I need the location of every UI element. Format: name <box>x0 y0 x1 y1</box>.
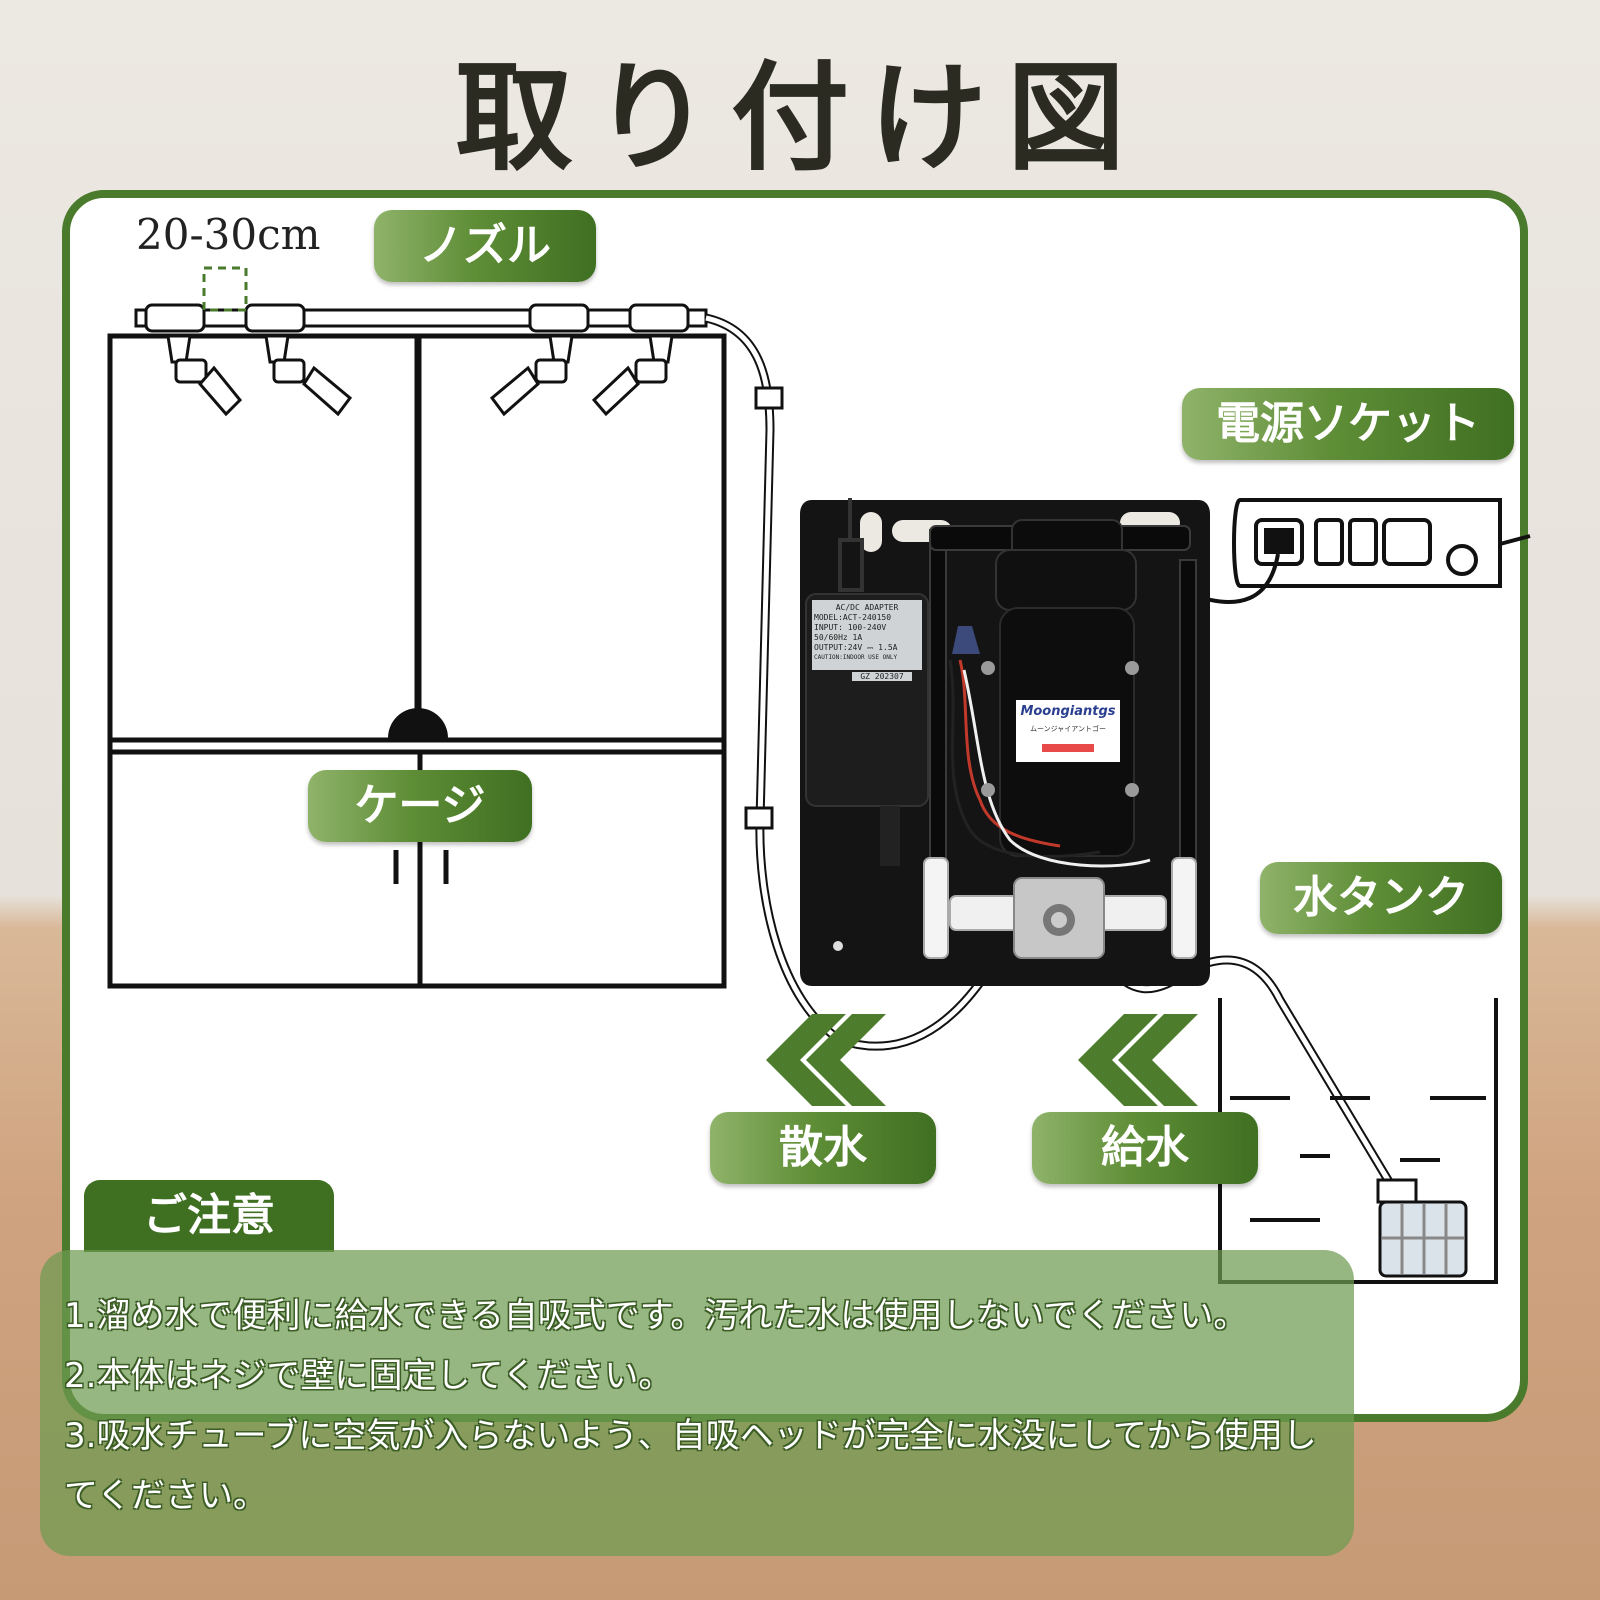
notice-item: 3.吸水チューブに空気が入らないよう、自吸ヘッドが完全に水没にしてから使用してく… <box>64 1416 1317 1516</box>
supply-tag: 給水 <box>1032 1112 1258 1184</box>
notice-heading: ご注意 <box>84 1180 334 1252</box>
supply-direction-arrow-icon <box>1078 1014 1198 1106</box>
pump-board <box>800 498 1210 986</box>
plug-icon <box>1264 528 1294 554</box>
pump-brand: Moongiantgs <box>1020 704 1116 719</box>
adapter-frequency: 50/60Hz 1A <box>814 633 863 642</box>
spray-tube <box>705 315 993 1049</box>
adapter-code: GZ 202307 <box>852 672 912 681</box>
cage-tag: ケージ <box>308 770 532 842</box>
notice-item: 1.溜め水で便利に給水できる自吸式です。汚れた水は使用しないでください。 <box>64 1296 1248 1336</box>
tube-clip <box>754 386 784 410</box>
pipe-segment <box>134 308 708 328</box>
water-tank-tag: 水タンク <box>1260 862 1502 934</box>
spray-tag: 散水 <box>710 1112 936 1184</box>
intake-filter-icon <box>1376 1178 1468 1278</box>
adapter-label-text: AC/DC ADAPTER MODEL:ACT-240150 INPUT: 10… <box>814 603 920 663</box>
nozzle-icon <box>166 334 243 417</box>
notice-item: 2.本体はネジで壁に固定してください。 <box>64 1356 673 1396</box>
nozzle-tag: ノズル <box>374 210 596 282</box>
mount-hole <box>860 512 882 552</box>
nozzle-icon <box>264 334 353 417</box>
spacing-marker <box>202 266 248 312</box>
notice-box: 1.溜め水で便利に給水できる自吸式です。汚れた水は使用しないでください。 2.本… <box>40 1250 1354 1556</box>
tube-clip <box>744 806 774 830</box>
pipe-tee <box>528 303 590 333</box>
page-title: 取り付け図 <box>454 48 1145 187</box>
adapter-caution: CAUTION:INDOOR USE ONLY <box>814 654 898 661</box>
adapter-input: INPUT: 100-240V <box>814 623 887 632</box>
adapter-model: MODEL:ACT-240150 <box>814 613 892 622</box>
nozzle-spacing-label: 20-30cm <box>136 210 321 259</box>
adapter-label <box>812 600 922 670</box>
pipe-tee <box>628 303 690 333</box>
pump-brand-sub: ムーンジャイアントゴー <box>1029 725 1107 733</box>
nozzle-pipe <box>134 303 708 333</box>
adapter-output: OUTPUT:24V ⎓ 1.5A <box>814 643 898 652</box>
pipe-tee <box>244 303 306 333</box>
adapter-title: AC/DC ADAPTER <box>835 603 899 612</box>
pipe-tee <box>144 303 206 333</box>
cage-door-knob <box>388 708 448 738</box>
cage-drawing <box>107 333 727 989</box>
nozzle-icon <box>591 334 674 417</box>
adapter-cord <box>880 806 900 866</box>
spray-direction-arrow-icon <box>766 1014 886 1106</box>
nozzle-icon <box>489 334 574 417</box>
power-socket-tag: 電源ソケット <box>1182 388 1514 460</box>
